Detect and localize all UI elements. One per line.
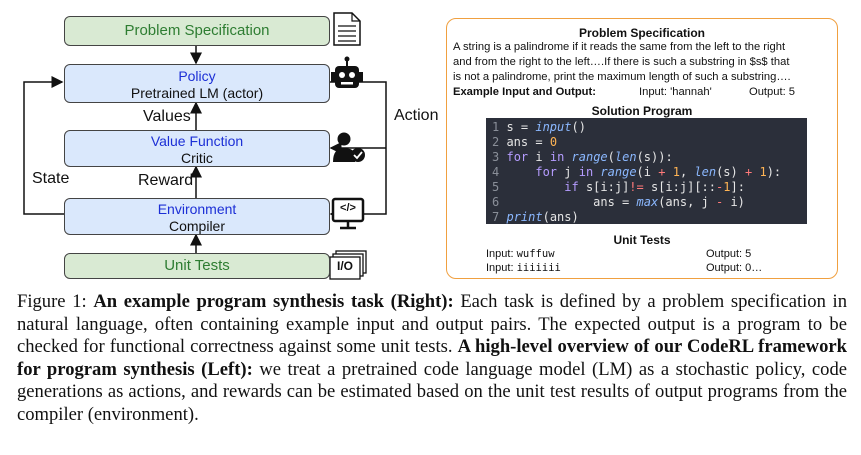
robot-icon — [331, 56, 363, 88]
document-icon — [333, 12, 361, 46]
figure-caption: Figure 1: An example program synthesis t… — [17, 291, 847, 427]
test-input-value: wuffuw — [516, 248, 555, 260]
caption-bold-2: A high-level overview of our CodeRL fram… — [17, 336, 847, 380]
test-output-value: 5 — [745, 248, 752, 260]
value-function-title: Value Function — [150, 133, 244, 149]
example-panel — [446, 18, 838, 279]
value-function-box: Value Function Critic — [64, 130, 330, 167]
arrow-state — [23, 76, 64, 215]
state-label: State — [32, 170, 70, 187]
caption-text-1: Each task is defined by a problem specif… — [17, 291, 847, 358]
unit-tests-label: Unit Tests — [164, 257, 230, 274]
code-line: 1 s = input() — [492, 120, 586, 134]
example-row: Example Input and Output: Input: 'hannah… — [453, 85, 833, 100]
caption-bold-1: An example program synthesis task (Right… — [93, 291, 454, 312]
figure-label: Figure 1: — [17, 291, 87, 312]
problem-spec-label: Problem Specification — [124, 22, 270, 39]
spec-line-3: is not a palindrome, print the maximum l… — [453, 71, 791, 83]
code-line: 7 print(ans) — [492, 210, 579, 224]
code-monitor-icon — [331, 197, 365, 230]
environment-sub: Compiler — [168, 218, 225, 234]
test-input-value: iiiiiii — [516, 262, 561, 274]
io-icon-text: I/O — [336, 259, 353, 273]
code-line: 5 if s[i:j]!= s[i:j][::-1]: — [492, 180, 745, 194]
environment-title: Environment — [157, 201, 237, 217]
test-output-label: Output: — [706, 248, 743, 260]
example-output: Output: 5 — [749, 86, 796, 98]
code-line: 6 ans = max(ans, j - i) — [492, 195, 745, 209]
spec-line-2: and from the right to the left….If there… — [453, 56, 790, 68]
solution-title: Solution Program — [591, 104, 693, 118]
example-input: Input: 'hannah' — [639, 86, 712, 98]
user-check-icon — [333, 132, 365, 162]
test-output: Output: 5 — [706, 248, 751, 260]
test-output-label: Output: — [706, 262, 743, 274]
caption-text-2: we treat a pretrained code language mode… — [17, 358, 847, 425]
test-output-value: 0… — [745, 262, 763, 274]
unit-tests-title: Unit Tests — [613, 233, 671, 247]
policy-box: Policy Pretrained LM (actor) — [64, 64, 330, 103]
unit-tests-box: Unit Tests — [64, 253, 330, 279]
problem-spec-box: Problem Specification — [64, 16, 330, 46]
example-label: Example Input and Output: — [453, 86, 596, 98]
spec-title: Problem Specification — [578, 26, 706, 40]
environment-box: Environment Compiler — [64, 198, 330, 235]
test-output: Output: 0… — [706, 262, 762, 274]
code-line: 4 for j in range(i + 1, len(s) + 1): — [492, 165, 782, 179]
test-input-label: Input: — [486, 262, 514, 274]
reward-label: Reward — [138, 172, 194, 189]
action-label: Action — [394, 107, 439, 124]
test-row: Input: iiiiiii — [486, 262, 561, 274]
framework-diagram — [23, 12, 387, 280]
policy-title: Policy — [178, 68, 216, 84]
code-line: 2 ans = 0 — [492, 135, 558, 149]
code-block: 1 s = input() 2 ans = 0 3 for i in range… — [486, 118, 807, 224]
test-row: Input: wuffuw — [486, 248, 555, 260]
value-function-sub: Critic — [181, 150, 213, 166]
code-icon-text: </> — [340, 202, 356, 214]
code-line: 3 for i in range(len(s)): — [492, 150, 673, 164]
policy-sub: Pretrained LM (actor) — [130, 85, 264, 101]
spec-line-1: A string is a palindrome if it reads the… — [453, 41, 786, 53]
io-stack-icon — [329, 250, 367, 280]
values-label: Values — [143, 108, 191, 125]
test-input-label: Input: — [486, 248, 514, 260]
